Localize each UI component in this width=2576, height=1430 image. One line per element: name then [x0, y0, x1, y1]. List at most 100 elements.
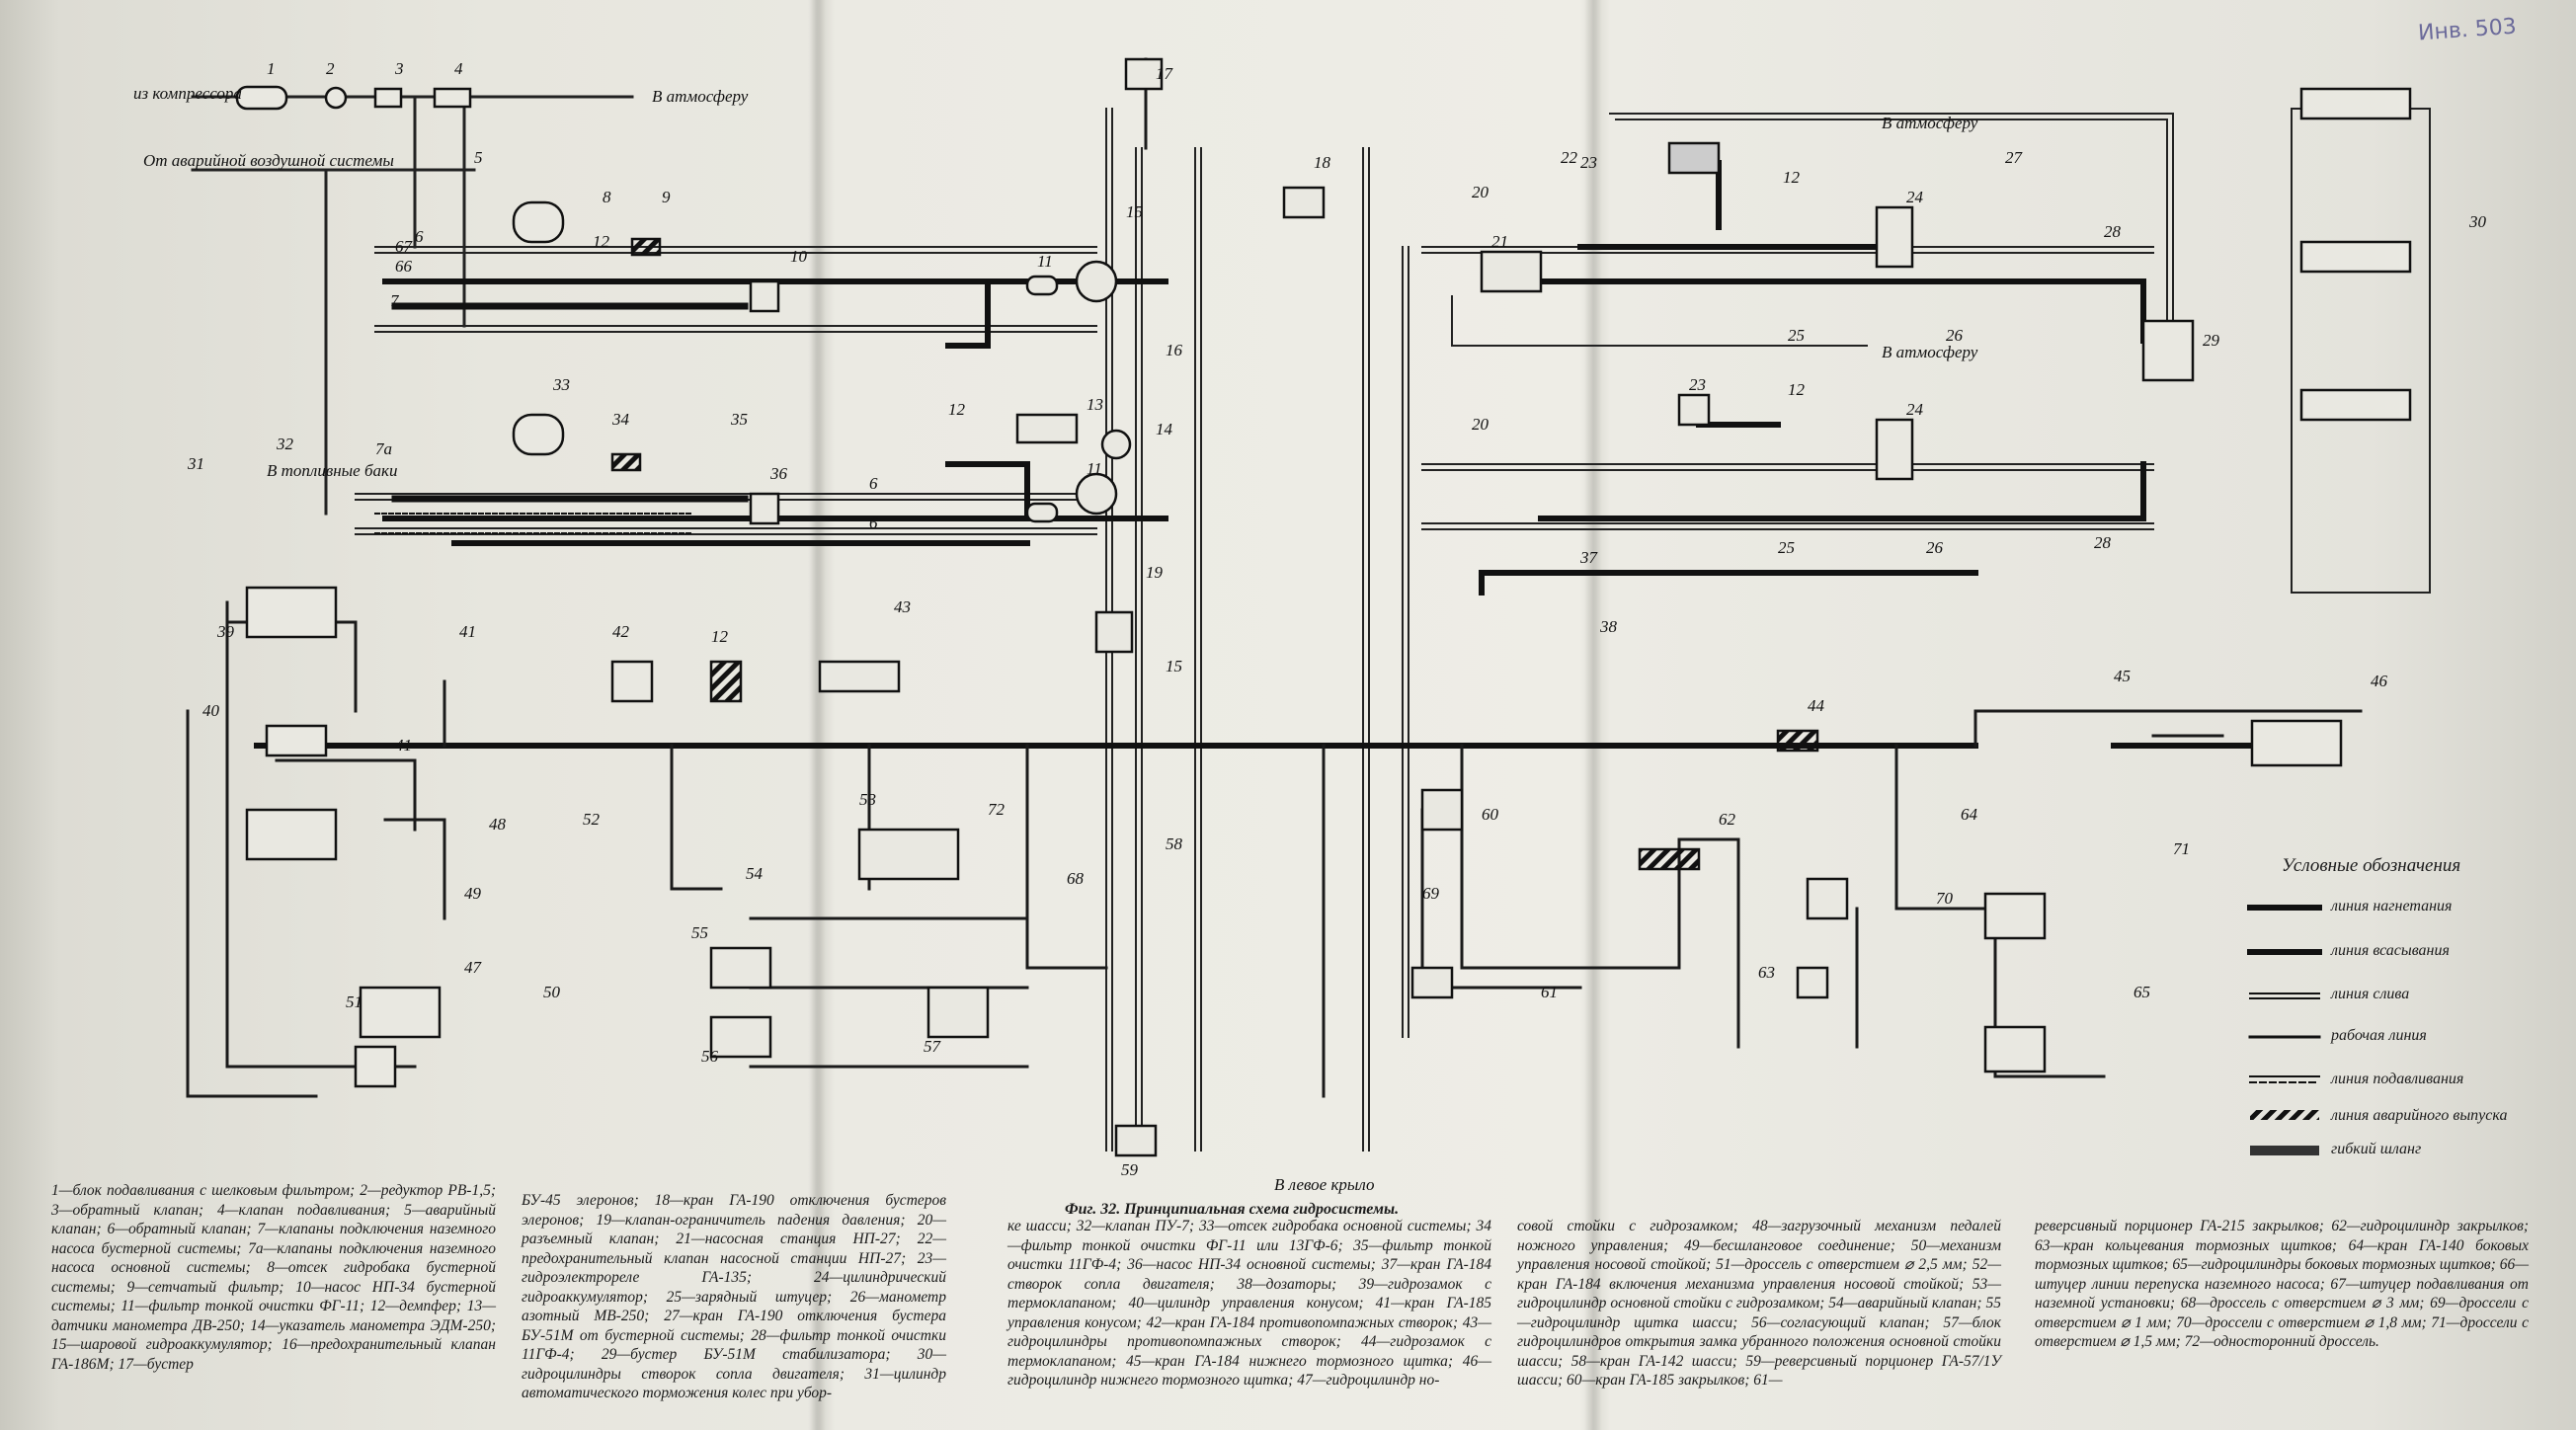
svg-text:12: 12: [1788, 380, 1806, 399]
svg-text:63: 63: [1758, 963, 1775, 982]
svg-text:42: 42: [612, 622, 630, 641]
svg-text:47: 47: [464, 958, 483, 977]
svg-text:38: 38: [1599, 617, 1618, 636]
svg-text:53: 53: [859, 790, 876, 809]
page-fold: [1584, 0, 1602, 1430]
svg-text:27: 27: [2005, 148, 2024, 167]
svg-text:49: 49: [464, 884, 482, 903]
from-compressor-label: из компрессора: [133, 84, 242, 103]
svg-text:44: 44: [1808, 696, 1825, 715]
svg-text:65: 65: [2133, 983, 2150, 1001]
component-symbols: [235, 57, 2412, 1157]
svg-text:11: 11: [1087, 459, 1102, 478]
description-column: ке шасси; 32—клапан ПУ-7; 33—отсек гидро…: [1007, 1218, 1491, 1389]
svg-text:41: 41: [459, 622, 476, 641]
legend-item: рабочая линия: [2331, 1027, 2427, 1044]
to-left-wing-label: В левое крыло: [1274, 1175, 1375, 1194]
svg-text:14: 14: [1156, 420, 1173, 438]
emergency-lines: [374, 513, 692, 534]
svg-text:7: 7: [390, 291, 400, 310]
svg-text:3: 3: [394, 59, 404, 78]
svg-text:62: 62: [1719, 810, 1736, 829]
legend-swatches: [2247, 905, 2322, 1155]
svg-text:26: 26: [1926, 538, 1944, 557]
svg-text:4: 4: [454, 59, 463, 78]
svg-text:5: 5: [474, 148, 483, 167]
svg-text:33: 33: [552, 375, 570, 394]
description-column: совой стойки с гидрозамком; 48—загрузочн…: [1517, 1218, 2001, 1389]
svg-text:21: 21: [1491, 232, 1508, 251]
description-column: реверсивный порционер ГА-215 закрылков; …: [2035, 1218, 2529, 1350]
boost-lines: [391, 302, 755, 503]
legend-title: Условные обозначения: [2282, 855, 2461, 876]
svg-text:32: 32: [276, 435, 294, 453]
svg-text:24: 24: [1906, 188, 1924, 206]
legend-item: линия подавливания: [2331, 1071, 2464, 1087]
svg-text:46: 46: [2371, 672, 2388, 690]
svg-text:66: 66: [395, 257, 413, 276]
svg-text:20: 20: [1472, 415, 1489, 434]
svg-text:50: 50: [543, 983, 561, 1001]
svg-text:10: 10: [790, 247, 808, 266]
svg-text:18: 18: [1314, 153, 1331, 172]
svg-text:57: 57: [924, 1037, 942, 1056]
to-atmosphere-label: В атмосферу: [652, 87, 749, 106]
svg-text:58: 58: [1166, 834, 1183, 853]
legend-item: линия слива: [2331, 986, 2410, 1002]
figure-caption: Фиг. 32. Принципиальная схема гидросисте…: [1065, 1201, 1400, 1218]
svg-text:8: 8: [603, 188, 611, 206]
svg-text:51: 51: [346, 993, 362, 1011]
svg-text:25: 25: [1788, 326, 1805, 345]
description-column: БУ-45 элеронов; 18—кран ГА-190 отключени…: [522, 1192, 946, 1401]
legend-item: линия аварийного выпуска: [2331, 1107, 2508, 1124]
svg-text:23: 23: [1580, 153, 1597, 172]
svg-text:1: 1: [267, 59, 276, 78]
svg-text:59: 59: [1121, 1160, 1139, 1179]
svg-text:26: 26: [1946, 326, 1964, 345]
svg-text:31: 31: [187, 454, 204, 473]
svg-text:55: 55: [691, 923, 708, 942]
svg-text:12: 12: [711, 627, 729, 646]
svg-text:67: 67: [395, 237, 414, 256]
svg-text:60: 60: [1482, 805, 1499, 824]
legend-item: линия нагнетания: [2331, 898, 2453, 914]
svg-text:7а: 7а: [375, 439, 392, 458]
svg-text:15: 15: [1166, 657, 1182, 675]
svg-text:28: 28: [2094, 533, 2112, 552]
svg-text:6: 6: [415, 227, 424, 246]
svg-text:52: 52: [583, 810, 601, 829]
svg-text:61: 61: [1541, 983, 1558, 1001]
svg-text:36: 36: [769, 464, 788, 483]
svg-text:43: 43: [894, 597, 911, 616]
svg-text:12: 12: [1783, 168, 1801, 187]
from-emergency-air-label: От аварийной воздушной системы: [143, 151, 394, 170]
svg-text:29: 29: [2203, 331, 2220, 350]
svg-text:39: 39: [216, 622, 235, 641]
svg-text:68: 68: [1067, 869, 1085, 888]
svg-text:54: 54: [746, 864, 764, 883]
svg-text:30: 30: [2468, 212, 2487, 231]
svg-text:28: 28: [2104, 222, 2122, 241]
to-atmosphere-label-2: В атмосферу: [1882, 114, 1978, 132]
svg-text:70: 70: [1936, 889, 1954, 908]
svg-text:64: 64: [1961, 805, 1978, 824]
svg-text:13: 13: [1087, 395, 1103, 414]
description-column: 1—блок подавливания с шелковым фильтром;…: [51, 1182, 496, 1373]
svg-text:34: 34: [611, 410, 630, 429]
svg-text:56: 56: [701, 1047, 719, 1066]
svg-text:16: 16: [1166, 341, 1183, 359]
return-lines: [355, 108, 2431, 1152]
svg-text:20: 20: [1472, 183, 1489, 201]
svg-text:41: 41: [395, 736, 412, 755]
flow-annotations: из компрессора В атмосферу От аварийной …: [133, 84, 1978, 1194]
legend-item: линия всасывания: [2331, 942, 2450, 959]
to-atmosphere-label-3: В атмосферу: [1882, 343, 1978, 361]
svg-text:12: 12: [593, 232, 610, 251]
svg-text:6: 6: [869, 514, 878, 532]
svg-text:37: 37: [1579, 548, 1599, 567]
svg-text:72: 72: [988, 800, 1006, 819]
pressure-lines: [254, 160, 2334, 749]
